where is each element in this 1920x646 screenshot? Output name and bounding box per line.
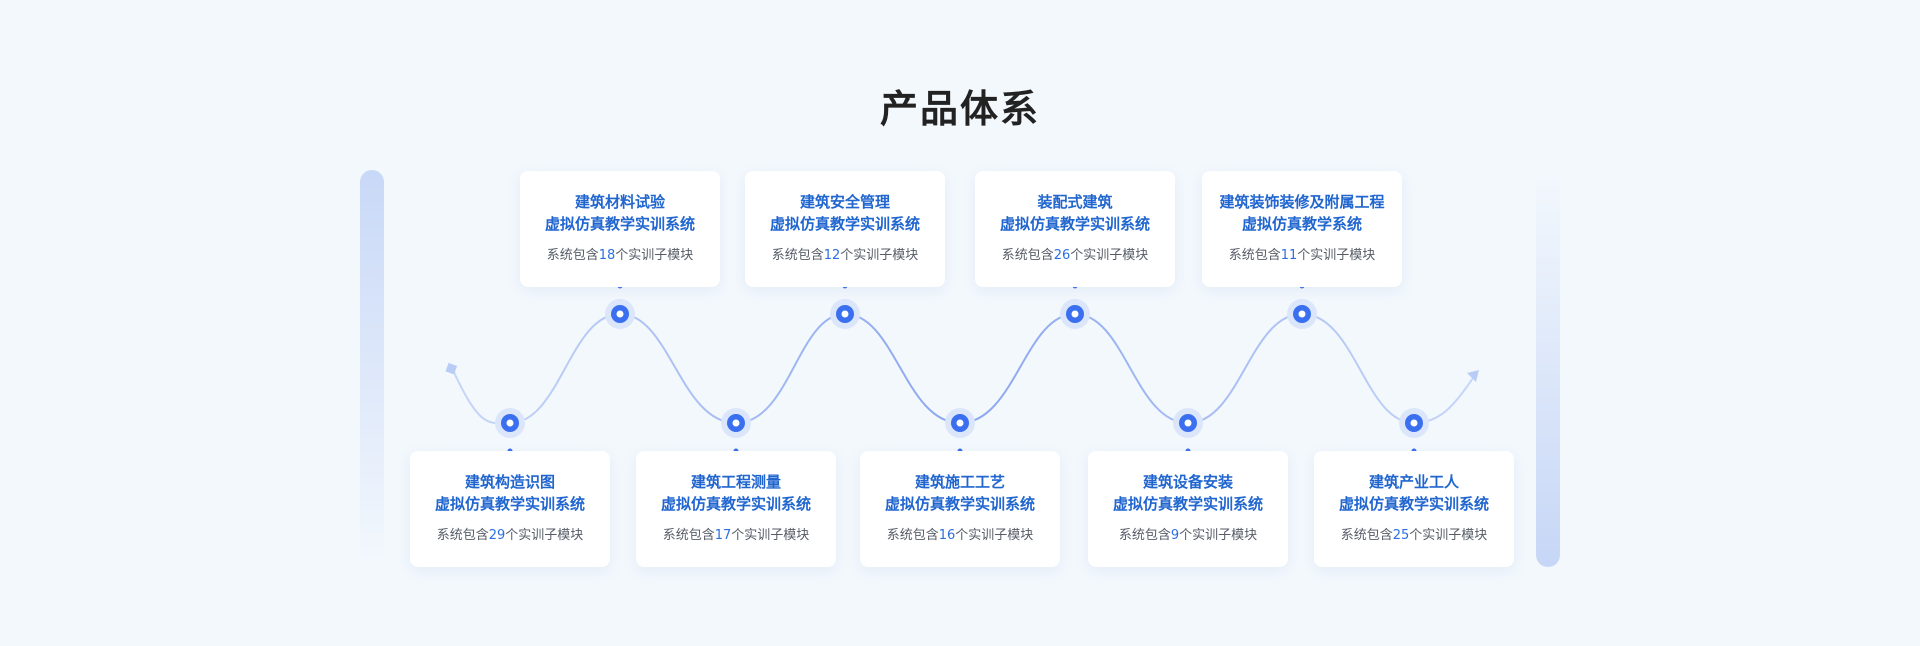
node-center (1298, 310, 1306, 318)
desc-suffix: 个实训子模块 (505, 528, 584, 543)
system-card[interactable]: 建筑工程测量虚拟仿真教学实训系统系统包含17个实训子模块 (636, 451, 836, 567)
right-decorative-bar (1536, 170, 1560, 567)
desc-suffix: 个实训子模块 (840, 248, 919, 263)
desc-suffix: 个实训子模块 (615, 248, 694, 263)
system-card[interactable]: 建筑施工工艺虚拟仿真教学实训系统系统包含16个实训子模块 (860, 451, 1060, 567)
page-title: 产品体系 (879, 87, 1040, 131)
desc-prefix: 系统包含 (662, 528, 715, 543)
desc-suffix: 个实训子模块 (731, 528, 810, 543)
wave-end-arrow-icon (1467, 370, 1479, 382)
desc-prefix: 系统包含 (886, 528, 939, 543)
system-title-line2: 虚拟仿真教学实训系统 (544, 215, 695, 233)
system-card[interactable]: 建筑设备安装虚拟仿真教学实训系统系统包含9个实训子模块 (1088, 451, 1288, 567)
wave-path (452, 312, 1476, 425)
node-center (1184, 419, 1192, 427)
system-title-line2: 虚拟仿真教学实训系统 (660, 495, 811, 513)
desc-suffix: 个实训子模块 (1297, 248, 1376, 263)
system-title-line1: 装配式建筑 (1037, 193, 1113, 211)
system-card[interactable]: 建筑材料试验虚拟仿真教学实训系统系统包含18个实训子模块 (520, 171, 720, 287)
system-title-line1: 建筑材料试验 (574, 193, 665, 211)
desc-prefix: 系统包含 (436, 528, 489, 543)
module-count-number: 26 (1053, 248, 1071, 263)
system-module-count: 系统包含17个实训子模块 (636, 524, 836, 543)
system-module-count: 系统包含25个实训子模块 (1314, 524, 1514, 543)
system-title-line1: 建筑工程测量 (690, 473, 781, 491)
desc-suffix: 个实训子模块 (1070, 248, 1149, 263)
system-title-line1: 建筑装饰装修及附属工程 (1219, 193, 1385, 211)
module-count-number: 16 (938, 528, 956, 543)
desc-suffix: 个实训子模块 (1409, 528, 1488, 543)
system-title-line2: 虚拟仿真教学实训系统 (999, 215, 1150, 233)
system-title-line2: 虚拟仿真教学实训系统 (1112, 495, 1263, 513)
system-title-line1: 建筑构造识图 (464, 473, 555, 491)
node-center (956, 419, 964, 427)
system-title-line2: 虚拟仿真教学实训系统 (884, 495, 1035, 513)
desc-prefix: 系统包含 (1228, 248, 1281, 263)
node-center (732, 419, 740, 427)
system-title-line1: 建筑施工工艺 (914, 473, 1005, 491)
node-center (506, 419, 514, 427)
left-decorative-bar (360, 170, 384, 565)
module-count-number: 29 (488, 528, 506, 543)
system-card[interactable]: 建筑构造识图虚拟仿真教学实训系统系统包含29个实训子模块 (410, 451, 610, 567)
desc-suffix: 个实训子模块 (955, 528, 1034, 543)
desc-prefix: 系统包含 (1118, 528, 1171, 543)
system-title-line2: 虚拟仿真教学系统 (1241, 215, 1362, 233)
system-module-count: 系统包含11个实训子模块 (1202, 244, 1402, 263)
node-center (616, 310, 624, 318)
system-title-line2: 虚拟仿真教学实训系统 (1338, 495, 1489, 513)
desc-suffix: 个实训子模块 (1179, 528, 1258, 543)
module-count-number: 17 (714, 528, 732, 543)
system-module-count: 系统包含9个实训子模块 (1088, 524, 1288, 543)
module-count-number: 18 (598, 248, 616, 263)
module-count-number: 11 (1280, 248, 1298, 263)
system-module-count: 系统包含29个实训子模块 (410, 524, 610, 543)
system-card[interactable]: 建筑装饰装修及附属工程虚拟仿真教学系统系统包含11个实训子模块 (1202, 171, 1402, 287)
wave-start-marker-icon (445, 362, 458, 375)
system-title-line2: 虚拟仿真教学实训系统 (434, 495, 585, 513)
node-center (1410, 419, 1418, 427)
system-module-count: 系统包含12个实训子模块 (745, 244, 945, 263)
module-count-number: 9 (1170, 528, 1180, 543)
node-center (1071, 310, 1079, 318)
system-module-count: 系统包含26个实训子模块 (975, 244, 1175, 263)
module-count-number: 12 (823, 248, 841, 263)
system-module-count: 系统包含16个实训子模块 (860, 524, 1060, 543)
desc-prefix: 系统包含 (546, 248, 599, 263)
system-card[interactable]: 建筑产业工人虚拟仿真教学实训系统系统包含25个实训子模块 (1314, 451, 1514, 567)
desc-prefix: 系统包含 (771, 248, 824, 263)
desc-prefix: 系统包含 (1340, 528, 1393, 543)
system-title-line1: 建筑安全管理 (799, 193, 890, 211)
desc-prefix: 系统包含 (1001, 248, 1054, 263)
system-card[interactable]: 装配式建筑虚拟仿真教学实训系统系统包含26个实训子模块 (975, 171, 1175, 287)
system-title-line2: 虚拟仿真教学实训系统 (769, 215, 920, 233)
node-center (841, 310, 849, 318)
module-count-number: 25 (1392, 528, 1410, 543)
system-title-line1: 建筑设备安装 (1142, 473, 1233, 491)
system-title-line1: 建筑产业工人 (1368, 473, 1459, 491)
system-module-count: 系统包含18个实训子模块 (520, 244, 720, 263)
system-card[interactable]: 建筑安全管理虚拟仿真教学实训系统系统包含12个实训子模块 (745, 171, 945, 287)
